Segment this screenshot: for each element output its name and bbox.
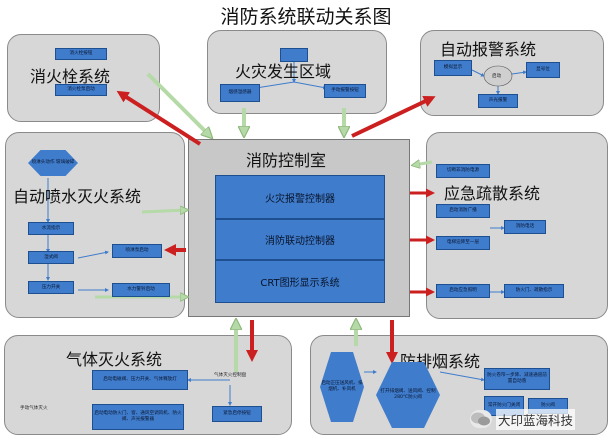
pressure-switch-box: 压力开关 xyxy=(28,281,74,294)
emergency-stop-box: 紧急启停按钮 xyxy=(212,406,262,422)
fire-door-box: 防火门、疏散指示 xyxy=(504,284,564,298)
arrow-control-to-hydrant xyxy=(116,90,202,146)
flow-smoke-2 xyxy=(439,371,485,382)
fire-alarm-controller: 火灾报警控制器 xyxy=(215,175,385,219)
elevator-box: 电梯迫降至一层 xyxy=(436,236,490,250)
fire-source-box xyxy=(280,48,308,62)
alarm-sound-light-box: 声光报警 xyxy=(478,94,518,108)
wet-valve-box: 湿式阀 xyxy=(28,251,74,264)
alarm-display-box: 模拟显示 xyxy=(434,60,472,76)
flow-alarm-2 xyxy=(511,70,527,75)
page-title: 消防系统联动关系图 xyxy=(220,6,392,28)
alarm-start-label: 启动 xyxy=(492,74,502,79)
gas-title: 气体灭火系统 xyxy=(66,350,163,369)
arrow-sprinkler-to-control xyxy=(141,210,186,212)
arrow-evac-to-control xyxy=(414,162,433,165)
flow-firearea-2 xyxy=(255,81,295,90)
water-flow-box: 水流指示 xyxy=(28,222,74,235)
arrow-hydrant-to-control xyxy=(146,72,210,136)
cut-power-box: 切断非消防电源 xyxy=(436,164,490,178)
sprinkler-pump-box: 喷淋泵启动 xyxy=(112,244,162,258)
arrow-control-to-autoalarm xyxy=(351,96,436,138)
auto-alarm-title: 自动报警系统 xyxy=(440,40,537,59)
alarm-number-box: 显号位 xyxy=(526,62,560,78)
fire-phone-box: 消防电话 xyxy=(504,220,546,234)
hydrant-button-box: 消火栓按钮 xyxy=(55,48,107,60)
alarm-start-oval xyxy=(483,65,513,87)
fire-door-window-box: 启动电动防火门、窗、通风空调风机、防火阀、声光报警器 xyxy=(92,404,184,430)
manual-gas-note: 手动气体灭火 xyxy=(20,406,48,411)
crt-display-system: CRT图形显示系统 xyxy=(215,260,385,303)
flow-firearea-3 xyxy=(293,81,327,90)
sprinkler-title: 自动喷水灭火系统 xyxy=(13,187,142,206)
hydrant-title: 消火栓系统 xyxy=(30,67,111,86)
gas-panel-note: 气体灭火控制盘 xyxy=(214,373,247,378)
wechat-icon xyxy=(470,410,492,428)
manual-alarm-button-box: 手动报警按钮 xyxy=(324,84,366,98)
fan-start-hex: 启动正压送风机、排烟机、补风机 xyxy=(320,352,364,422)
solenoid-valve-box: 启动电磁阀、压力开关、气体释放灯 xyxy=(92,370,188,390)
flow-alarm-1 xyxy=(471,69,485,77)
control-room-title: 消防控制室 xyxy=(246,151,327,170)
water-bell-box: 水力警铃启动 xyxy=(112,283,170,297)
emergency-light-box: 启动应急照明 xyxy=(436,284,490,298)
rolling-shutter-box: 防火卷帘一步降、减速通道前置自动落 xyxy=(484,368,550,390)
fire-area-title: 火灾发生区域 xyxy=(235,62,332,81)
hydrant-panel xyxy=(7,34,160,122)
linkage-controller: 消防联动控制器 xyxy=(215,219,385,260)
flow-sprinkler-5 xyxy=(77,250,109,259)
watermark: 大印蓝海科技 xyxy=(470,405,612,433)
smoke-heat-detector-box: 烟感温感器 xyxy=(220,84,260,102)
broadcast-box: 启动消防广播 xyxy=(436,204,490,218)
evac-title: 应急疏散系统 xyxy=(444,184,541,203)
hydrant-pump-box: 消火栓泵启动 xyxy=(55,84,107,96)
watermark-text: 大印蓝海科技 xyxy=(496,408,576,430)
